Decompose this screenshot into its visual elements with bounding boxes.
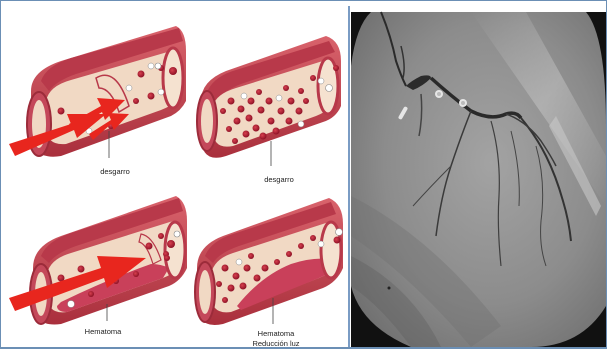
vessel-tear-clot: desgarro [197,36,341,184]
label-desgarro-2: desgarro [264,175,294,184]
vessel-hematoma-flow: Hematoma [9,196,187,336]
dissection-diagram-svg: desgarro [1,6,347,347]
panel-divider [348,6,350,347]
angiogram-image [351,6,606,347]
label-hematoma-1: Hematoma [85,327,123,336]
vessel-hematoma-stenosis: Hematoma Reducción luz [195,198,343,347]
label-reduccion-luz: Reducción luz [252,339,299,347]
vessel-tear-flow: desgarro [9,26,186,176]
label-desgarro-1: desgarro [100,167,130,176]
dissection-illustration: desgarro [1,6,347,347]
label-hematoma-2: Hematoma [258,329,296,338]
coronary-angiogram [351,6,606,347]
